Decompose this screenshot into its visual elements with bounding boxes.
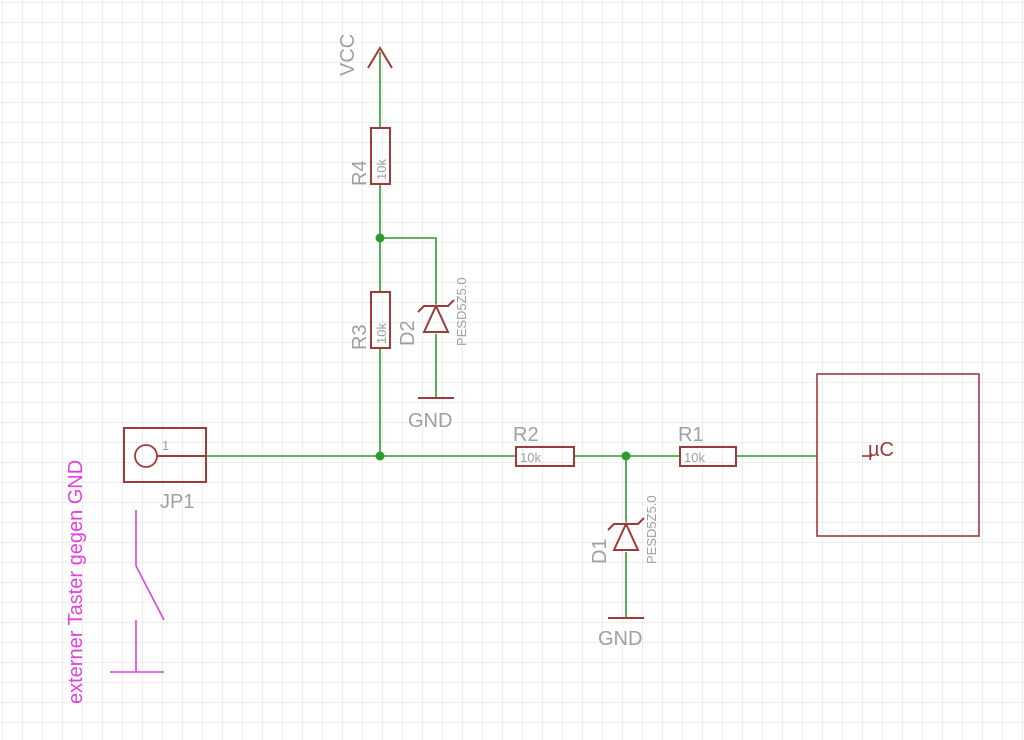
r1-label: R1 — [678, 424, 704, 446]
ground-symbol-top[interactable]: GND — [408, 397, 454, 432]
d1-part: PESD5Z5.0 — [644, 495, 659, 564]
connector-jp1[interactable]: 1 JP1 — [123, 427, 207, 513]
r2-label: R2 — [513, 424, 539, 446]
mcu-label: µC — [868, 439, 894, 461]
junction-dot — [375, 233, 385, 243]
r3-label: R3 — [349, 324, 371, 350]
diode-d2[interactable]: D2 PESD5Z5.0 — [397, 277, 469, 346]
r4-label: R4 — [349, 160, 371, 186]
r4-value: 10k — [374, 159, 389, 180]
r1-value: 10k — [684, 450, 705, 465]
annotation-label: externer Taster gegen GND — [65, 460, 87, 704]
d2-label: D2 — [397, 320, 419, 346]
vcc-supply[interactable]: VCC — [337, 34, 393, 76]
gnd-top-label: GND — [408, 410, 452, 432]
d2-part: PESD5Z5.0 — [454, 277, 469, 346]
vcc-label: VCC — [337, 34, 359, 76]
resistor-r2[interactable]: 10k R2 — [513, 424, 575, 467]
wires — [205, 52, 817, 618]
junction-dot — [375, 451, 385, 461]
d1-label: D1 — [589, 538, 611, 564]
jp1-pin-number: 1 — [162, 438, 169, 453]
resistor-r1[interactable]: 10k R1 — [678, 424, 737, 467]
resistor-r3[interactable]: 10k R3 — [349, 291, 391, 350]
jp1-label: JP1 — [160, 491, 194, 513]
microcontroller-block[interactable]: µC — [816, 373, 980, 537]
junction-dot — [621, 451, 631, 461]
external-button-sketch — [110, 510, 165, 673]
r3-value: 10k — [374, 323, 389, 344]
resistor-r4[interactable]: 10k R4 — [349, 127, 391, 186]
gnd-bottom-label: GND — [598, 628, 642, 650]
ground-symbol-bottom[interactable]: GND — [598, 617, 644, 650]
diode-d1[interactable]: D1 PESD5Z5.0 — [589, 495, 659, 564]
r2-value: 10k — [520, 450, 541, 465]
